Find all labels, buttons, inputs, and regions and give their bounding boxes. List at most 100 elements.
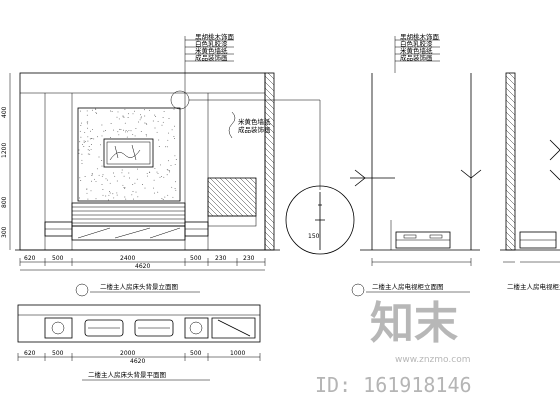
stipple-dot bbox=[159, 164, 161, 166]
main-left-dim-1: 400 bbox=[1, 106, 8, 118]
hatch-line bbox=[264, 189, 275, 200]
hatch-line bbox=[508, 72, 516, 80]
stipple-dot bbox=[124, 122, 126, 124]
hatch-line bbox=[264, 219, 275, 230]
hatch-line bbox=[264, 75, 275, 86]
stipple-dot bbox=[135, 128, 137, 130]
stipple-dot bbox=[90, 144, 92, 145]
main-left-dim-3: 800 bbox=[1, 196, 8, 208]
stipple-dot bbox=[146, 172, 148, 174]
stipple-dot bbox=[162, 117, 164, 119]
side-elevation-2: 二楼主人房电视柜立面图 bbox=[500, 72, 560, 291]
side-label-4: 成品装饰画 bbox=[400, 53, 433, 62]
stipple-dot bbox=[102, 194, 104, 196]
watermark-logo: 知末 bbox=[370, 298, 458, 349]
stipple-dot bbox=[128, 129, 130, 131]
main-dim-total: 4620 bbox=[135, 263, 150, 270]
main-elevation-title: 二楼主人房床头背景立面图 bbox=[100, 282, 178, 291]
stipple-dot bbox=[95, 111, 97, 113]
main-left-dim-4: 300 bbox=[1, 226, 8, 238]
hatch-line bbox=[254, 177, 257, 180]
stipple-dot bbox=[154, 167, 156, 169]
stipple-dot bbox=[144, 187, 146, 189]
hatch-line bbox=[264, 243, 272, 251]
stipple-dot bbox=[91, 173, 93, 174]
hatch-line bbox=[264, 195, 275, 206]
stipple-dot bbox=[86, 192, 88, 194]
stipple-dot bbox=[175, 159, 177, 160]
stipple-dot bbox=[144, 115, 146, 117]
stipple-dot bbox=[137, 196, 139, 198]
hatch-line bbox=[505, 231, 516, 242]
stipple-dot bbox=[123, 175, 125, 177]
main-dim-5: 230 bbox=[215, 255, 227, 262]
hatch-line bbox=[264, 171, 275, 182]
side-label-1: 黑胡桃木饰面 bbox=[400, 32, 440, 41]
plan-title: 二楼主人房床头背景平面图 bbox=[88, 370, 166, 379]
stipple-dot bbox=[163, 111, 165, 113]
stipple-dot bbox=[112, 193, 114, 195]
stipple-dot bbox=[118, 118, 120, 120]
hatch-line bbox=[264, 141, 275, 152]
stipple-dot bbox=[167, 146, 169, 148]
stipple-dot bbox=[117, 131, 119, 133]
stipple-dot bbox=[170, 164, 172, 166]
hatch-line bbox=[505, 87, 516, 98]
stipple-dot bbox=[79, 130, 81, 132]
stipple-dot bbox=[89, 153, 91, 155]
hatch-line bbox=[264, 87, 275, 98]
stipple-dot bbox=[80, 136, 82, 138]
stipple-dot bbox=[87, 149, 89, 151]
plan-dim-total: 4620 bbox=[130, 358, 145, 365]
stipple-dot bbox=[84, 176, 86, 177]
stipple-dot bbox=[168, 132, 170, 134]
stipple-dot bbox=[118, 134, 120, 136]
top-label-3: 米黄色墙纸 bbox=[195, 46, 228, 55]
stipple-dot bbox=[132, 133, 134, 135]
feature-note-1: 米黄色墙纸 bbox=[238, 117, 271, 126]
hatch-line bbox=[505, 171, 516, 182]
stipple-dot bbox=[125, 198, 127, 200]
stipple-dot bbox=[132, 191, 134, 192]
stipple-dot bbox=[100, 144, 101, 146]
stipple-dot bbox=[104, 130, 106, 131]
hatch-line bbox=[264, 201, 275, 212]
stipple-dot bbox=[80, 180, 82, 181]
stipple-dot bbox=[136, 178, 138, 180]
stipple-dot bbox=[132, 113, 134, 115]
main-dim-3: 2400 bbox=[120, 255, 135, 262]
stipple-dot bbox=[91, 138, 93, 140]
stipple-dot bbox=[145, 134, 147, 136]
stipple-dot bbox=[91, 109, 93, 111]
stipple-dot bbox=[86, 114, 88, 116]
stipple-dot bbox=[157, 172, 159, 174]
side-elevation-1: 黑胡桃木饰面 白色乳胶漆 米黄色墙纸 成品装饰画 二楼主人房电视柜立面图 bbox=[350, 32, 482, 297]
stipple-dot bbox=[78, 197, 80, 199]
hatch-line bbox=[219, 177, 257, 215]
hatch-line bbox=[264, 135, 275, 146]
stipple-dot bbox=[114, 175, 116, 177]
stipple-dot bbox=[155, 116, 157, 118]
stipple-dot bbox=[109, 192, 111, 194]
hatch-line bbox=[505, 165, 516, 176]
stipple-dot bbox=[167, 139, 169, 141]
hatch-line bbox=[264, 207, 275, 218]
stipple-dot bbox=[124, 187, 126, 189]
stipple-dot bbox=[79, 177, 81, 179]
stipple-dot bbox=[105, 195, 107, 197]
stipple-dot bbox=[122, 115, 124, 117]
stipple-dot bbox=[87, 198, 89, 200]
hatch-line bbox=[505, 213, 516, 224]
stipple-dot bbox=[80, 125, 82, 127]
stipple-dot bbox=[109, 191, 110, 193]
hatch-line bbox=[264, 213, 275, 224]
stipple-dot bbox=[117, 111, 119, 113]
stipple-dot bbox=[173, 108, 175, 110]
stipple-dot bbox=[110, 137, 112, 139]
stipple-dot bbox=[172, 196, 174, 198]
stipple-dot bbox=[166, 174, 168, 176]
stipple-dot bbox=[175, 181, 177, 183]
stipple-dot bbox=[78, 152, 80, 154]
stipple-dot bbox=[147, 175, 149, 177]
stipple-dot bbox=[161, 198, 163, 200]
